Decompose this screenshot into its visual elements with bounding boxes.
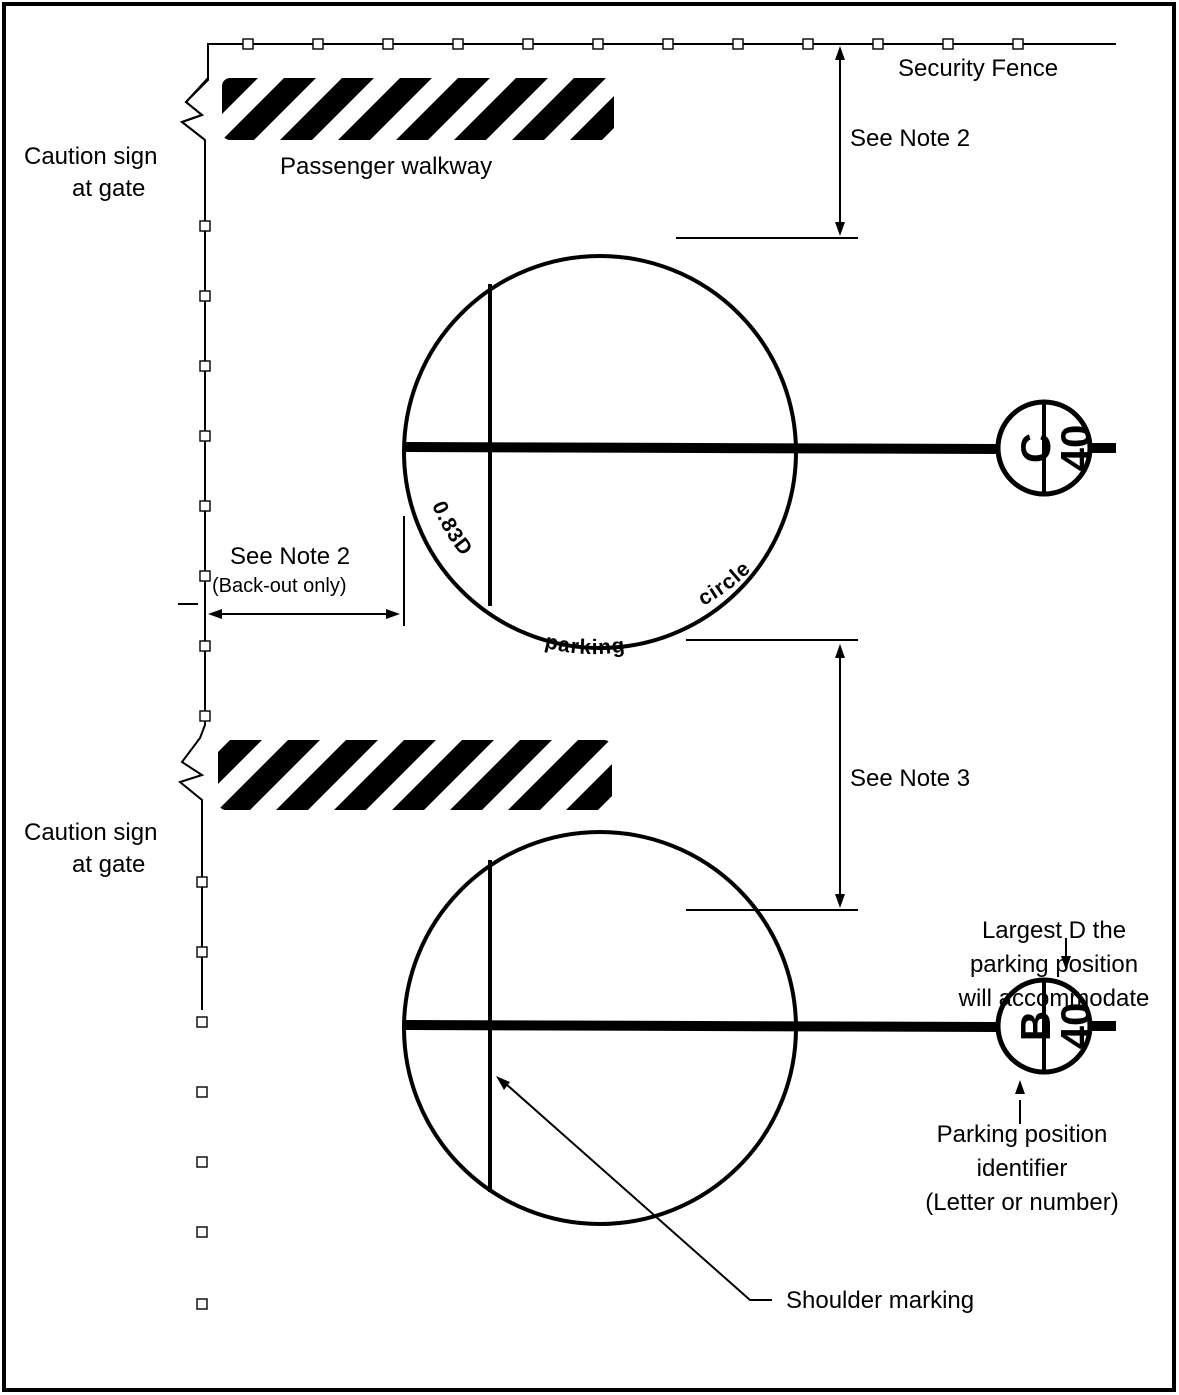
walkway-hatch-stripe (566, 740, 612, 810)
see-note-2-backout-label: See Note 2 (230, 543, 350, 570)
shoulder-marking-label: Shoulder marking (786, 1287, 974, 1314)
fence-post (662, 38, 674, 50)
fence-post (196, 1298, 208, 1310)
walkway-hatch-stripe (338, 78, 432, 140)
walkway-hatch-stripe (508, 740, 610, 810)
diameter-text-on-circle: 0.83D (427, 498, 477, 561)
walkway-hatch-stripe (218, 740, 262, 810)
fence-post (872, 38, 884, 50)
fence-post (382, 38, 394, 50)
fence-post (199, 290, 211, 302)
fence-post (732, 38, 744, 50)
note3-dimension (686, 639, 858, 911)
fence-post (199, 220, 211, 232)
identifier-arrow (1015, 1080, 1025, 1124)
fence-posts-top (242, 38, 1024, 50)
largest-d-line3: will accommodate (958, 985, 1150, 1012)
fence-post (199, 430, 211, 442)
fence-posts-left (196, 220, 211, 1310)
parking-circle-b (402, 830, 1116, 1226)
fence-post (196, 1086, 208, 1098)
fence-post (196, 1226, 208, 1238)
fence-post (452, 38, 464, 50)
identifier-c-letter: C (1012, 433, 1059, 463)
passenger-walkway-label: Passenger walkway (280, 153, 492, 180)
see-note-2-label: See Note 2 (850, 125, 970, 152)
largest-d-line1: Largest D the (982, 917, 1126, 944)
walkway-hatch-stripe (512, 78, 606, 140)
walkway-hatch-stripe (392, 740, 494, 810)
fence-post (942, 38, 954, 50)
walkway-hatch-stripe (218, 740, 320, 810)
caution-sign-bottom-line2: at gate (72, 851, 145, 878)
caution-sign-bottom-line1: Caution sign (24, 819, 157, 846)
identifier-c-number: 40 (1052, 425, 1099, 472)
largest-d-arrow (1061, 938, 1071, 970)
parking-circle-c (402, 254, 1116, 650)
fence-post (242, 38, 254, 50)
parking-text-on-circle: parking (543, 630, 627, 659)
note2-dimension-vertical (676, 46, 858, 239)
walkway-hatch-stripe (222, 78, 316, 140)
largest-d-line2: parking position (970, 951, 1138, 978)
fence-post (196, 1156, 208, 1168)
fence-post (199, 500, 211, 512)
back-out-only-label: (Back-out only) (212, 575, 347, 597)
walkway-hatch-stripe (624, 740, 726, 810)
gate-break-top (179, 77, 209, 141)
fence-left (177, 44, 211, 1310)
walkway-hatch-stripe (334, 740, 436, 810)
identifier-b-letter: B (1012, 1011, 1059, 1041)
fence-post (1012, 38, 1024, 50)
identifier-line1: Parking position (937, 1121, 1108, 1148)
walkway-hatch-stripe (454, 78, 548, 140)
fence-post (592, 38, 604, 50)
position-identifier-b: B 40 (995, 977, 1099, 1075)
fence-post (312, 38, 324, 50)
fence-post (199, 570, 211, 582)
fence-post (196, 876, 208, 888)
fence-post (199, 360, 211, 372)
identifier-line2: identifier (977, 1155, 1068, 1182)
fence-post (802, 38, 814, 50)
position-identifier-c: C 40 (995, 399, 1099, 497)
walkway-hatch-stripe (276, 740, 378, 810)
note2-dimension-horizontal (178, 516, 405, 626)
walkway-hatch-stripe (450, 740, 552, 810)
security-fence-label: Security Fence (898, 55, 1058, 82)
see-note-3-label: See Note 3 (850, 765, 970, 792)
fence-post (199, 710, 211, 722)
walkway-hatch-stripe (570, 78, 614, 140)
shoulder-marking-leader (496, 1076, 772, 1301)
walkway-hatch-stripe (628, 78, 722, 140)
identifier-line3: (Letter or number) (925, 1189, 1118, 1216)
fence-post (522, 38, 534, 50)
caution-sign-top-line2: at gate (72, 175, 145, 202)
identifier-b-number: 40 (1052, 1003, 1099, 1050)
passenger-walkway-top (222, 78, 722, 140)
walkway-hatch-stripe (280, 78, 374, 140)
fence-post (196, 946, 208, 958)
fence-post (196, 1016, 208, 1028)
caution-sign-top-line1: Caution sign (24, 143, 157, 170)
fence-post (199, 640, 211, 652)
passenger-walkway-bottom (218, 740, 726, 810)
walkway-hatch-stripe (396, 78, 490, 140)
walkway-hatch-stripe (222, 78, 258, 140)
